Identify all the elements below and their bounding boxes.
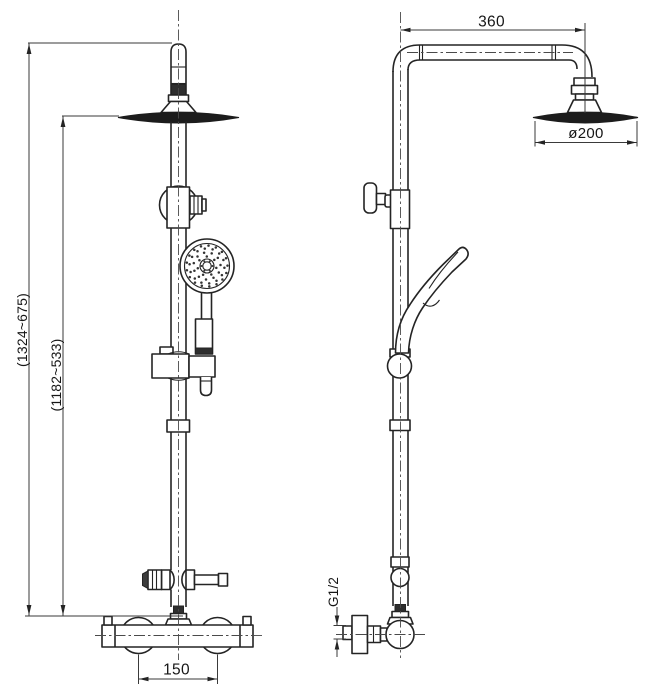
diverter-valve — [142, 569, 229, 591]
dim-thread: G1/2 — [326, 577, 346, 657]
hand-shower-grip — [194, 318, 214, 355]
wall-bracket-side — [363, 182, 411, 230]
dim-upper-height: (1182~533) — [48, 115, 119, 616]
dim-head-diameter-label: ø200 — [568, 125, 603, 142]
overhead-shower-disc-side — [532, 111, 639, 124]
shower-arm — [392, 44, 593, 78]
dim-overall-height-label: (1324~675) — [14, 293, 30, 367]
side-view: 360 ø200 G1/2 — [326, 12, 639, 658]
pipe-ring-side — [389, 419, 411, 432]
pipe-coupling-side — [390, 556, 410, 568]
dim-upper-height-label: (1182~533) — [48, 339, 64, 412]
dim-head-diameter: ø200 — [534, 121, 638, 147]
slider-clamp — [151, 346, 216, 397]
dim-inlet-spacing: 150 — [138, 654, 218, 684]
hand-shower-side — [386, 246, 469, 379]
wall-bracket — [158, 185, 207, 229]
dim-inlet-spacing-label: 150 — [163, 662, 190, 679]
diverter-knob-side — [390, 567, 410, 588]
dim-arm-offset-label: 360 — [478, 14, 505, 31]
spray-dots — [185, 244, 229, 288]
dim-arm-offset: 360 — [400, 14, 586, 113]
dim-thread-label: G1/2 — [326, 577, 341, 607]
hand-shower-face — [179, 238, 235, 319]
front-view: (1324~675) (1182~533) 150 — [14, 10, 262, 684]
dim-overall-height: (1324~675) — [14, 42, 172, 616]
